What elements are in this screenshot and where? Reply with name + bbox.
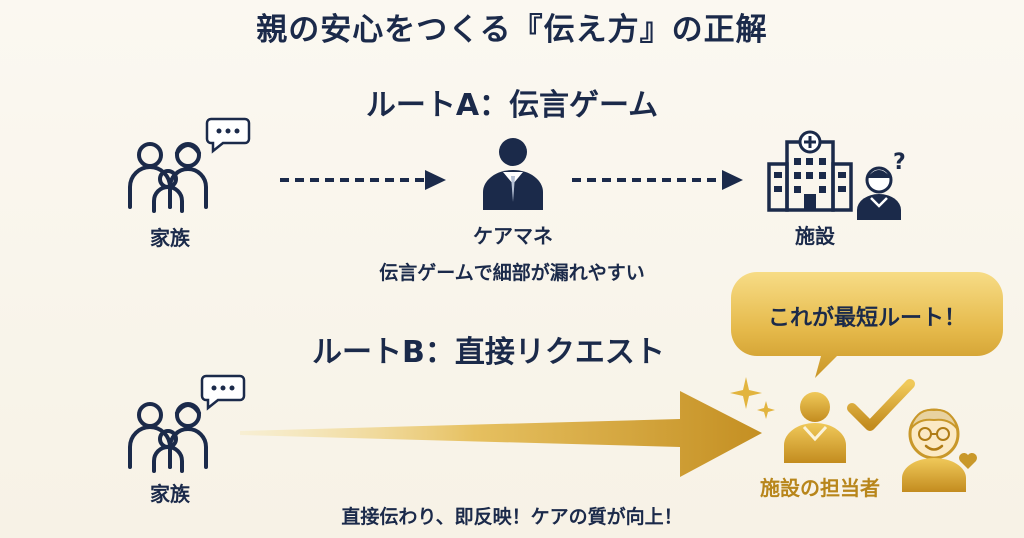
route-a-middle-label: ケアマネ — [473, 224, 553, 248]
family-icon — [128, 402, 208, 473]
sparkle-icon — [730, 377, 775, 419]
route-a-title: ルートA：伝言ゲーム — [365, 88, 659, 123]
route-a-to-label: 施設 — [795, 224, 835, 248]
elderly-icon — [902, 408, 966, 492]
hospital-icon — [767, 130, 853, 212]
route-a-from-label: 家族 — [150, 226, 190, 250]
heart-icon — [959, 453, 977, 469]
checkmark-icon — [847, 379, 915, 431]
route-b-title: ルートB：直接リクエスト — [312, 335, 665, 370]
staff-icon — [784, 392, 846, 463]
question-icon: ? — [893, 150, 906, 175]
gold-direct-arrow — [240, 391, 762, 477]
route-a-note: 伝言ゲームで細部が漏れやすい — [379, 262, 645, 284]
gold-speech-bubble — [731, 272, 1003, 378]
dashed-arrow-2 — [572, 170, 743, 190]
confused-staff-icon — [857, 166, 901, 220]
care-manager-icon — [483, 138, 543, 210]
route-b-from-label: 家族 — [150, 482, 190, 506]
route-b-to-label: 施設の担当者 — [760, 476, 880, 500]
route-b-note: 直接伝わり、即反映！ケアの質が向上！ — [341, 506, 683, 528]
dashed-arrow-1 — [280, 170, 446, 190]
family-icon — [128, 142, 208, 213]
route-b-bubble-text: これが最短ルート！ — [767, 306, 966, 331]
speech-bubble-icon — [205, 117, 251, 154]
page-title: 親の安心をつくる『伝え方』の正解 — [256, 12, 768, 48]
speech-bubble-icon — [200, 374, 246, 411]
